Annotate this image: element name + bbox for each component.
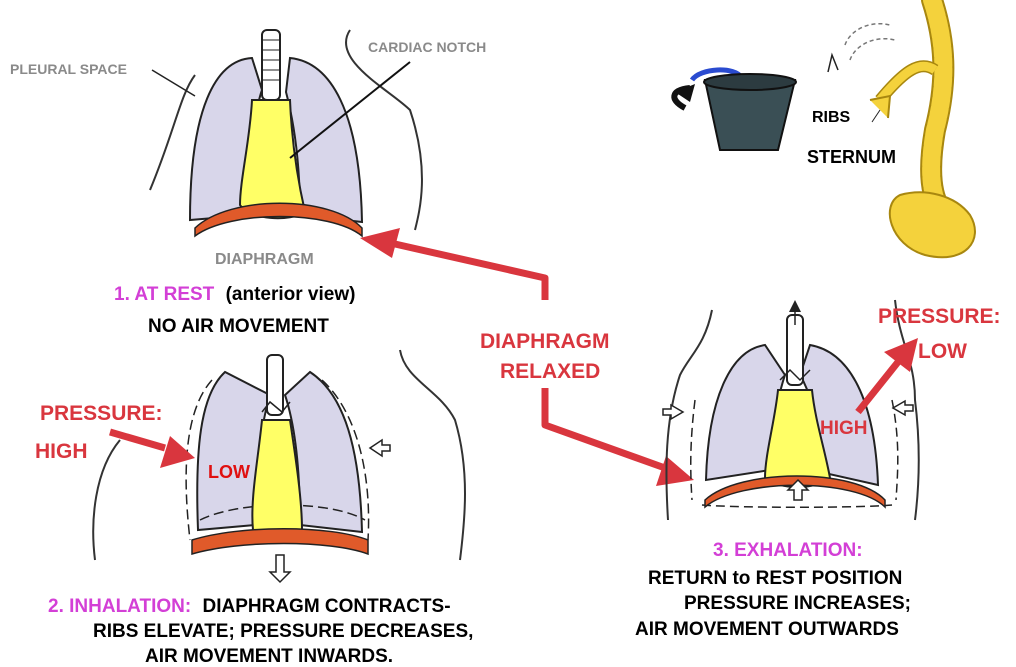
rest-subtitle: NO AIR MOVEMENT	[148, 316, 329, 337]
arrow-to-rest	[395, 244, 545, 300]
relaxed-arrows	[360, 228, 694, 486]
rest-title: 1. AT REST (anterior view)	[114, 284, 355, 305]
bucket-handle-illustration	[674, 70, 796, 150]
exhale-pressure-value: LOW	[918, 340, 967, 363]
diaphragm-inhale	[192, 529, 368, 554]
inhale-pressure-arrow	[110, 432, 165, 448]
inhale-line3: AIR MOVEMENT INWARDS.	[145, 646, 393, 667]
inhale-pressure-label: PRESSURE:	[40, 402, 163, 425]
arrow-to-exhalation	[545, 388, 665, 468]
arrow-to-rest-head	[360, 228, 400, 258]
exhale-line2: PRESSURE INCREASES;	[684, 593, 911, 614]
exhale-number-title: 3. EXHALATION:	[713, 540, 863, 561]
rest-number-title: 1. AT REST	[114, 284, 215, 305]
exhale-pressure-arrow	[858, 362, 898, 412]
exhale-pressure-arrow-head	[884, 338, 918, 372]
exhale-line3: AIR MOVEMENT OUTWARDS	[635, 619, 899, 640]
diaphragm-label: DIAPHRAGM	[215, 251, 314, 268]
inhale-title: 2. INHALATION: DIAPHRAGM CONTRACTS-	[48, 596, 451, 617]
exhale-line1: RETURN to REST POSITION	[648, 568, 902, 589]
cardiac-notch-label: CARDIAC NOTCH	[368, 39, 486, 55]
inward-arrow-right-icon	[893, 401, 913, 415]
diaphragm-relaxed-line1: DIAPHRAGM	[480, 330, 610, 353]
exhale-pressure-label: PRESSURE:	[878, 305, 1001, 328]
spine	[931, 0, 945, 215]
lungs-inhalation	[93, 350, 465, 582]
inward-arrow-left-icon	[663, 405, 683, 419]
rest-view: (anterior view)	[226, 284, 356, 305]
inhale-line1: DIAPHRAGM CONTRACTS-	[202, 596, 450, 617]
ribs-label: RIBS	[812, 109, 851, 126]
inhale-line2: RIBS ELEVATE; PRESSURE DECREASES,	[93, 621, 473, 642]
inhale-low-label: LOW	[208, 462, 250, 482]
rib-motion-arrow	[828, 55, 838, 72]
inhale-number-title: 2. INHALATION:	[48, 596, 191, 617]
sternum-label: STERNUM	[807, 147, 896, 167]
diaphragm-relaxed-line2: RELAXED	[500, 360, 600, 383]
lungs-exhalation	[663, 300, 919, 520]
pelvis	[890, 192, 975, 257]
inhale-pressure-arrow-head	[160, 436, 195, 468]
down-arrow-icon	[270, 555, 290, 582]
inhale-pressure-value: HIGH	[35, 440, 88, 463]
up-arrow-airflow-icon	[789, 300, 801, 312]
arrow-to-exhalation-head	[656, 456, 694, 486]
lungs-at-rest	[150, 30, 422, 236]
exhale-high-label: HIGH	[820, 418, 868, 439]
spine-illustration	[828, 0, 975, 257]
outward-arrow-icon	[370, 440, 390, 456]
pleural-space-label: PLEURAL SPACE	[10, 61, 127, 77]
